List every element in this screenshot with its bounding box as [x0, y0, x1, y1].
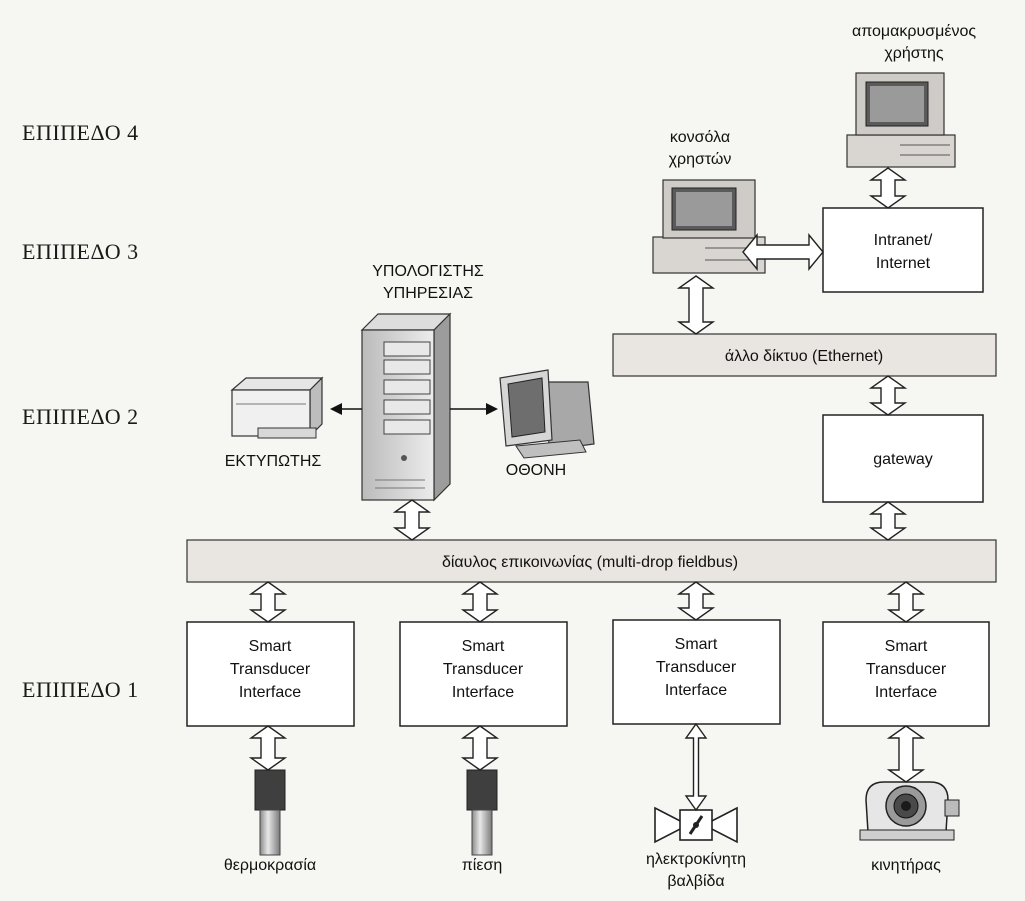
- motor-icon: [859, 781, 960, 841]
- transducer-4-line-1: Smart: [885, 638, 928, 655]
- arrow-to-printer: [330, 403, 342, 415]
- arrow-fieldbus-transducer-4: [886, 581, 926, 623]
- connection-arrows: [248, 167, 926, 812]
- arrow-transducer-3-valve: [684, 722, 708, 812]
- remote-user-computer-icon: [846, 72, 956, 168]
- arrow-fieldbus-transducer-3: [676, 581, 716, 621]
- user-console-label-2: χρηστών: [669, 151, 732, 168]
- arrow-ethernet-gateway: [868, 375, 908, 416]
- ethernet-bus-label: άλλο δίκτυο (Ethernet): [725, 348, 883, 365]
- arrow-server-fieldbus: [392, 499, 432, 541]
- level-2-label: ΕΠΙΠΕΔΟ 2: [22, 404, 139, 429]
- printer-label: ΕΚΤΥΠΩΤΗΣ: [225, 453, 322, 470]
- transducer-box-3: Smart Transducer Interface: [612, 619, 781, 725]
- transducer-3-line-2: Transducer: [656, 659, 737, 676]
- temperature-label: θερμοκρασία: [224, 857, 316, 874]
- transducer-2-line-1: Smart: [462, 638, 505, 655]
- transducer-4-line-3: Interface: [875, 684, 937, 701]
- transducer-3-line-1: Smart: [675, 636, 718, 653]
- remote-user-label-2: χρήστης: [884, 45, 943, 62]
- transducer-2-line-2: Transducer: [443, 661, 524, 678]
- transducer-4-line-2: Transducer: [866, 661, 947, 678]
- fieldbus-bus: [186, 539, 997, 583]
- user-console-label: κονσόλα: [670, 129, 730, 146]
- arrow-console-ethernet: [676, 275, 716, 335]
- transducer-box-1: Smart Transducer Interface: [186, 621, 355, 727]
- transducer-3-line-3: Interface: [665, 682, 727, 699]
- intranet-label-2: Internet: [876, 255, 931, 272]
- level-1-label: ΕΠΙΠΕΔΟ 1: [22, 677, 139, 702]
- intranet-label: Intranet/: [874, 232, 933, 249]
- remote-user-label: απομακρυσμένος: [852, 23, 976, 40]
- printer-icon: [230, 376, 324, 439]
- service-computer-label-2: ΥΠΗΡΕΣΙΑΣ: [383, 285, 473, 302]
- level-4-label: ΕΠΙΠΕΔΟ 4: [22, 120, 139, 145]
- intranet-box: [822, 207, 984, 293]
- arrow-transducer-2-pressure: [460, 725, 500, 771]
- arrow-to-monitor: [486, 403, 498, 415]
- motor-label: κινητήρας: [871, 857, 941, 874]
- temperature-sensor-icon: [254, 769, 286, 856]
- transducer-box-4: Smart Transducer Interface: [822, 621, 990, 727]
- gateway-label: gateway: [873, 451, 933, 468]
- transducer-1-line-1: Smart: [249, 638, 292, 655]
- gateway-box: [822, 414, 984, 503]
- arrow-console-intranet: [742, 233, 824, 271]
- arrow-transducer-4-motor: [886, 725, 926, 783]
- valve-icon: [654, 806, 738, 844]
- transducer-2-line-3: Interface: [452, 684, 514, 701]
- ethernet-bus: [612, 333, 997, 377]
- transducer-1-line-2: Transducer: [230, 661, 311, 678]
- valve-label-2: βαλβίδα: [667, 873, 724, 890]
- level-3-label: ΕΠΙΠΕΔΟ 3: [22, 239, 139, 264]
- transducer-box-2: Smart Transducer Interface: [399, 621, 568, 727]
- arrow-gateway-fieldbus: [868, 501, 908, 541]
- monitor-label: ΟΘΟΝΗ: [506, 462, 566, 479]
- arrow-fieldbus-transducer-1: [248, 581, 288, 623]
- pressure-sensor-icon: [466, 769, 498, 856]
- transducer-1-line-3: Interface: [239, 684, 301, 701]
- user-console-computer-icon: [652, 179, 766, 274]
- arrow-fieldbus-transducer-2: [460, 581, 500, 623]
- server-tower-icon: [360, 312, 452, 502]
- arrow-transducer-1-temperature: [248, 725, 288, 771]
- valve-label: ηλεκτροκίνητη: [646, 851, 746, 868]
- fieldbus-label: δίαυλος επικοινωνίας (multi-drop fieldbu…: [442, 554, 738, 571]
- monitor-icon: [499, 369, 595, 459]
- arrow-remote-user-intranet: [868, 167, 908, 209]
- service-computer-label: ΥΠΟΛΟΓΙΣΤΗΣ: [372, 263, 484, 280]
- pressure-label: πίεση: [462, 857, 503, 874]
